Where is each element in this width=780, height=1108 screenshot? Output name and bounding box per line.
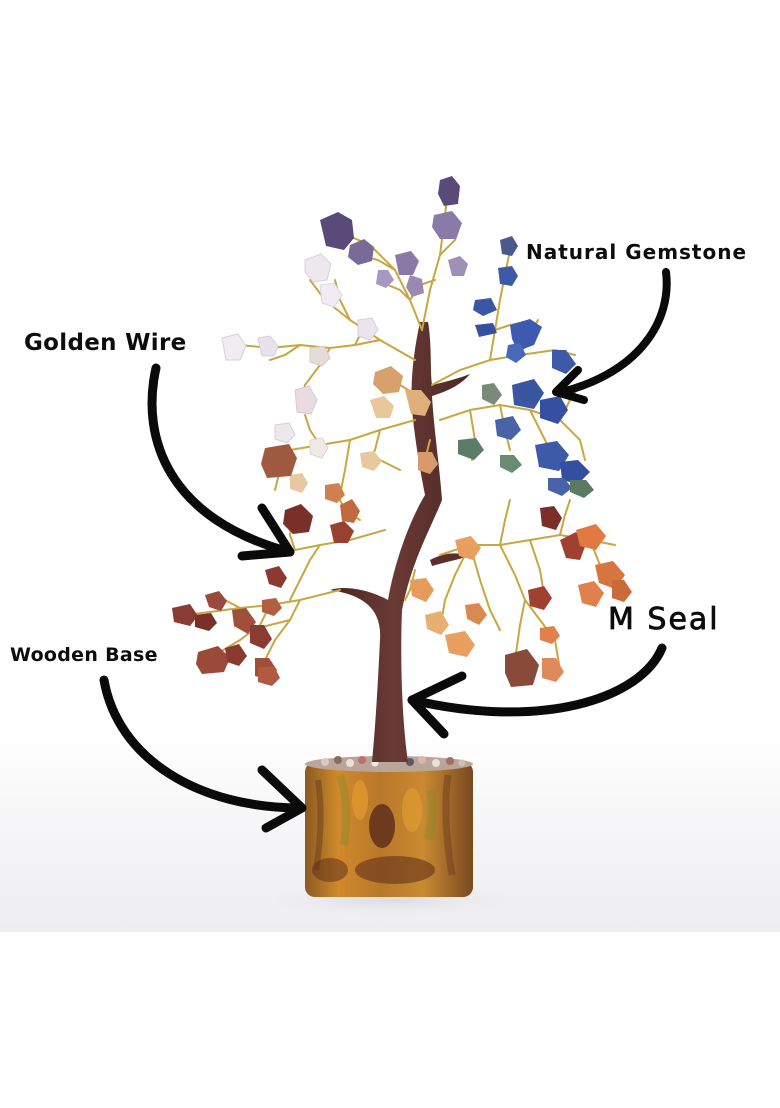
m-seal-label: M Seal bbox=[608, 602, 720, 638]
aventurine-stones bbox=[458, 383, 594, 498]
clear-quartz-stones bbox=[221, 253, 379, 459]
wooden-base bbox=[305, 756, 473, 897]
wooden-base-arrow bbox=[99, 675, 305, 813]
amethyst-stones bbox=[320, 176, 468, 297]
m-seal-trunk bbox=[330, 322, 470, 762]
bottom-white-space bbox=[0, 932, 780, 1108]
carnelian-stones bbox=[410, 506, 632, 687]
wooden-base-label: Wooden Base bbox=[10, 644, 158, 666]
natural-gemstone-arrow bbox=[558, 268, 671, 396]
pebbles bbox=[321, 756, 466, 767]
arrows bbox=[99, 268, 671, 833]
golden-wire-label: Golden Wire bbox=[24, 330, 187, 356]
natural-gemstone-label: Natural Gemstone bbox=[526, 240, 748, 264]
m-seal-arrow bbox=[407, 643, 667, 717]
citrine-stones bbox=[290, 366, 438, 493]
lapis-stones bbox=[473, 236, 590, 496]
golden-wire-arrow bbox=[147, 363, 295, 557]
gemstone-tree-illustration bbox=[99, 176, 671, 918]
red-jasper-stones bbox=[172, 444, 360, 686]
